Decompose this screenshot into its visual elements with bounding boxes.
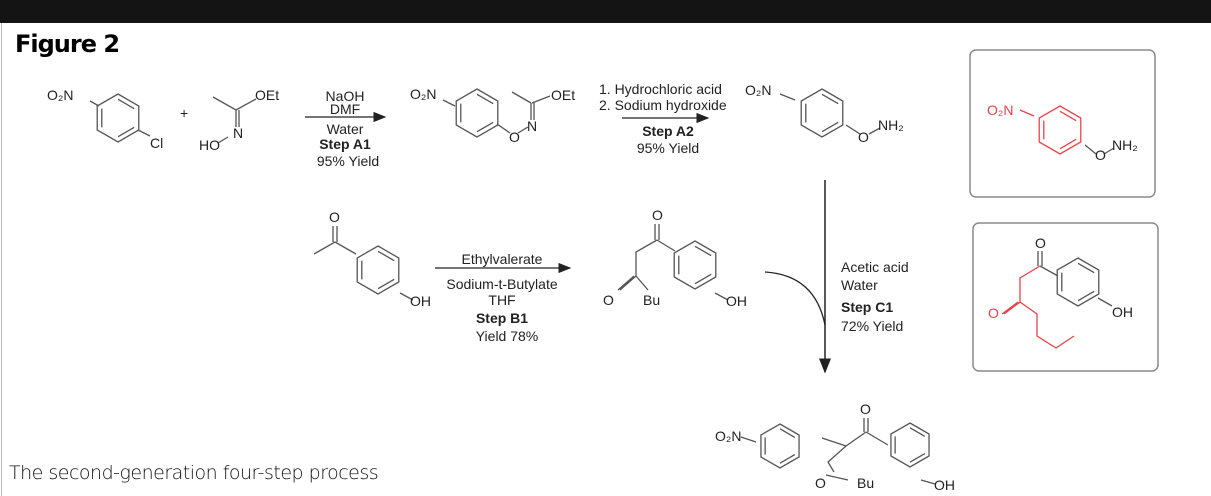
step-b1-label: Step B1 — [476, 310, 528, 326]
top-bar — [0, 0, 1211, 23]
atom-oet: OEt — [551, 87, 575, 103]
step-c1-label: Step C1 — [841, 299, 893, 315]
left-border — [1, 23, 2, 496]
reagent-a1-3: Water — [327, 121, 364, 137]
atom-oet: OEt — [255, 87, 279, 103]
reagent-a1-1: NaOH — [326, 88, 365, 104]
ring-double-bond — [779, 454, 796, 464]
ring-double-bond — [476, 121, 494, 133]
ring-double-bond — [1059, 110, 1077, 122]
highlight-box-diketone — [972, 222, 1159, 372]
atom-nh2: NH₂ — [878, 117, 904, 133]
atom-n: N — [527, 118, 537, 134]
step-a1-yield: 95% Yield — [317, 153, 379, 169]
step-b1-yield: Yield 78% — [476, 328, 539, 344]
step-a2-label: Step A2 — [642, 123, 694, 139]
reagent-a2-1: 1. Hydrochloric acid — [599, 81, 722, 97]
atom-o2n-highlight: O₂N — [987, 102, 1013, 118]
benzene-ring — [890, 422, 930, 468]
atom-o: O — [509, 129, 520, 145]
ring-double-bond — [1077, 290, 1095, 302]
plus-sign: + — [180, 105, 188, 121]
step-a1-label: Step A1 — [319, 136, 371, 152]
ring-double-bond — [821, 121, 839, 133]
benzene-ring — [800, 88, 844, 138]
ring-double-bond — [909, 453, 926, 463]
atom-o: O — [858, 129, 869, 145]
ring-double-bond — [117, 126, 135, 138]
atom-oh: OH — [410, 293, 431, 309]
atom-o: O — [1095, 147, 1106, 163]
atom-oh: OH — [726, 293, 747, 309]
atom-cl: Cl — [150, 135, 163, 151]
atom-o: O — [815, 475, 826, 491]
atom-oh: OH — [1112, 304, 1133, 320]
atom-bu: Bu — [857, 475, 874, 491]
atom-o2n: O₂N — [47, 87, 73, 103]
atom-n: N — [233, 125, 243, 141]
benzene-ring — [760, 423, 800, 469]
atom-o2n: O₂N — [715, 428, 741, 444]
reagent-b1-2: Sodium-t-Butylate — [446, 276, 557, 292]
reagent-c1-1: Acetic acid — [841, 259, 909, 275]
atom-oh: OH — [934, 477, 955, 493]
reagent-b1-1: Ethylvalerate — [462, 251, 543, 267]
benzene-ring — [673, 240, 717, 290]
benzene-ring — [356, 245, 400, 295]
atom-nh2: NH₂ — [1112, 137, 1138, 153]
step-c1-yield: 72% Yield — [841, 318, 903, 334]
figure-title: Figure 2 — [15, 30, 120, 58]
ring-double-bond — [476, 93, 494, 105]
reagent-c1-2: Water — [841, 277, 878, 293]
atom-o-highlight: O — [988, 305, 999, 321]
ring-double-bond — [909, 427, 926, 437]
ring-double-bond — [821, 93, 839, 105]
reagent-a1-2: DMF — [330, 101, 360, 117]
step-a2-yield: 95% Yield — [637, 140, 699, 156]
figure-caption: The second-generation four-step process — [9, 462, 379, 484]
atom-o: O — [860, 401, 871, 417]
atom-o: O — [1035, 235, 1046, 251]
benzene-ring — [1056, 257, 1100, 307]
atom-o: O — [603, 292, 614, 308]
ring-double-bond — [779, 428, 796, 438]
benzene-ring — [96, 93, 140, 143]
ring-double-bond — [1077, 262, 1095, 274]
atom-bu: Bu — [643, 292, 660, 308]
reagent-a2-2: 2. Sodium hydroxide — [599, 97, 727, 113]
ring-double-bond — [694, 273, 712, 285]
reagent-b1-3: THF — [488, 292, 515, 308]
highlight-box-aminooxy — [969, 49, 1156, 198]
ring-double-bond — [377, 278, 395, 290]
atom-ho: HO — [199, 137, 220, 153]
ring-double-bond — [1059, 138, 1077, 150]
ring-double-bond — [377, 250, 395, 262]
ring-double-bond — [694, 245, 712, 257]
ring-double-bond — [117, 98, 135, 110]
benzene-ring — [1038, 105, 1082, 155]
atom-o2n: O₂N — [745, 82, 771, 98]
benzene-ring — [455, 88, 499, 138]
atom-o: O — [652, 207, 663, 223]
atom-o: O — [329, 209, 340, 225]
atom-o2n: O₂N — [410, 86, 436, 102]
